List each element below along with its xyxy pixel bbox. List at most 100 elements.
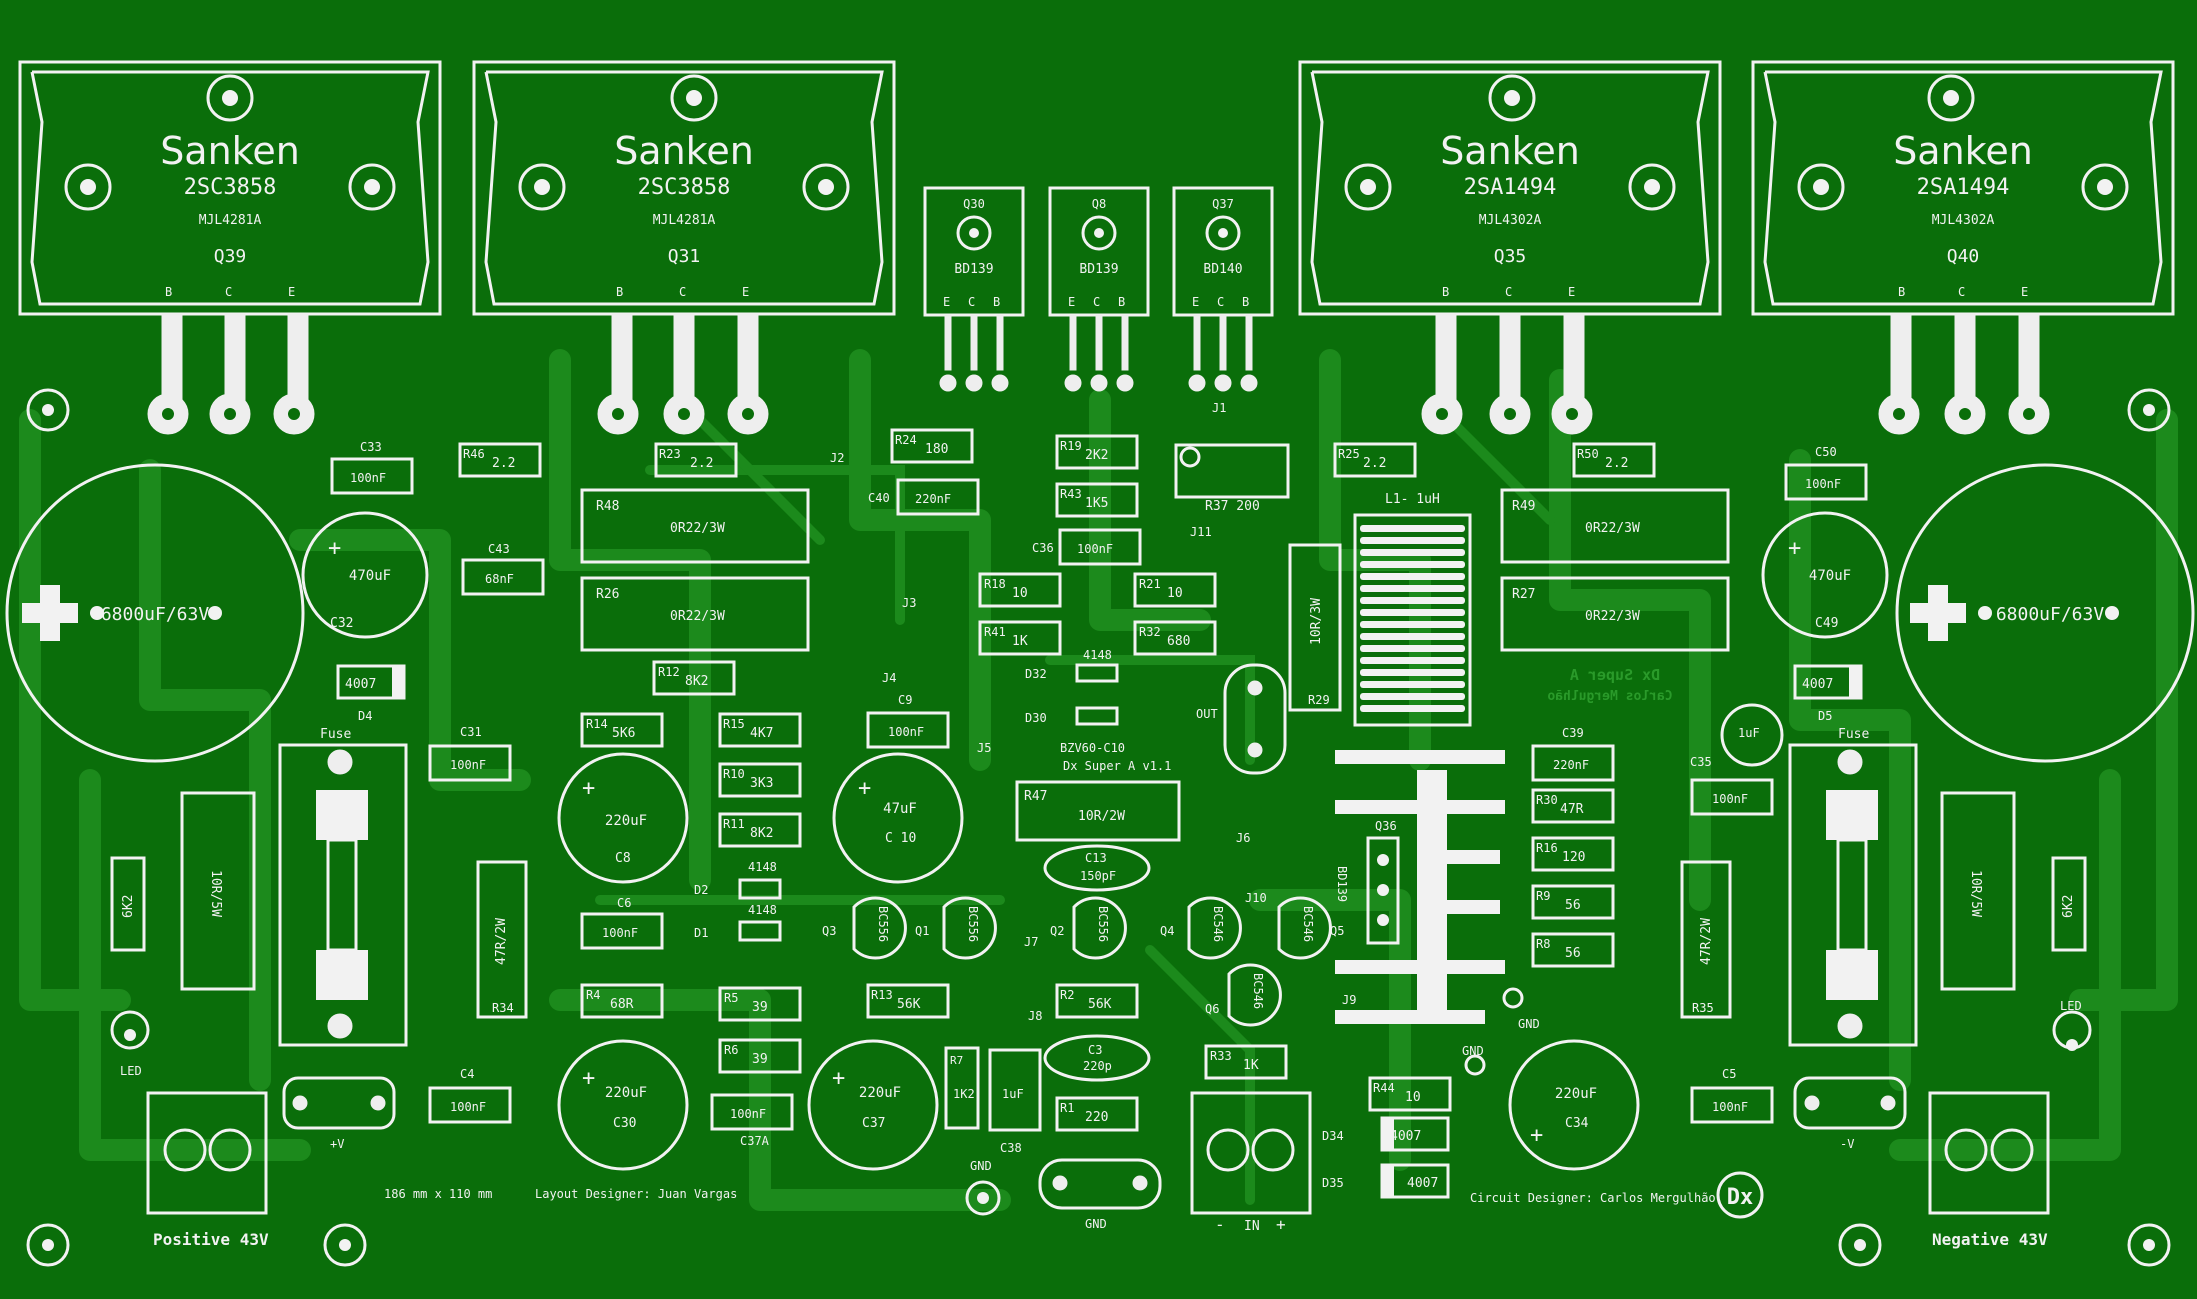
r33-value: 1K bbox=[1243, 1058, 1259, 1073]
c31-ref: C31 bbox=[460, 725, 482, 739]
r21-value: 10 bbox=[1167, 586, 1183, 601]
d30-value: BZV60-C10 bbox=[1060, 741, 1125, 755]
resistor-r33: R33 1K bbox=[1204, 1044, 1288, 1080]
transistor-ref: Q4 bbox=[1160, 924, 1174, 938]
r21-ref: R21 bbox=[1139, 577, 1161, 591]
r6-value: 39 bbox=[752, 1052, 768, 1067]
r50-value: 2.2 bbox=[1605, 456, 1628, 471]
r15-ref: R15 bbox=[723, 717, 745, 731]
part-label: BD139 bbox=[954, 262, 993, 277]
c37-value: 220uF bbox=[859, 1085, 901, 1101]
alt-part-label: MJL4302A bbox=[1932, 213, 1995, 228]
brand-label: Sanken bbox=[1440, 129, 1580, 173]
r27-value: 0R22/3W bbox=[1585, 609, 1640, 624]
pin-e: E bbox=[943, 295, 950, 309]
mirrored-designer: Carlos Mergulhão bbox=[1547, 689, 1672, 704]
plus-v-label: +V bbox=[330, 1137, 344, 1151]
power-transistor-q35: Sanken 2SA1494 MJL4302A Q35 B C E bbox=[1298, 60, 1722, 435]
c3-value: 220p bbox=[1083, 1059, 1112, 1073]
r37-label: R37 200 bbox=[1205, 499, 1260, 514]
r10r5w-value: 10R/5W bbox=[1968, 870, 1983, 917]
j3-label: J3 bbox=[902, 596, 916, 610]
r32-ref: R32 bbox=[1139, 625, 1161, 639]
part-label: 2SC3858 bbox=[638, 175, 731, 200]
resistor-6k2-right: 6K2 bbox=[2051, 856, 2087, 952]
resistor-r27: R27 0R22/3W bbox=[1500, 576, 1730, 652]
resistor-r43: R43 1K5 bbox=[1055, 482, 1139, 518]
capacitor-c8: + 220uF C8 bbox=[557, 752, 689, 884]
gnd-label-4: GND bbox=[1518, 1017, 1540, 1031]
c38-ref: C38 bbox=[1000, 1141, 1022, 1155]
r16-ref: R16 bbox=[1536, 841, 1558, 855]
resistor-r48: R48 0R22/3W bbox=[580, 488, 810, 564]
transistor-part: BC556 bbox=[966, 906, 980, 942]
brand-label: Sanken bbox=[160, 129, 300, 173]
input-minus: - bbox=[1215, 1215, 1225, 1234]
coil-winding bbox=[1360, 585, 1465, 592]
coil-winding bbox=[1360, 669, 1465, 676]
resistor-10r5w-left: 10R/5W bbox=[180, 791, 256, 991]
r41-ref: R41 bbox=[984, 625, 1006, 639]
coil-winding bbox=[1360, 705, 1465, 712]
coil-winding bbox=[1360, 633, 1465, 640]
r4-value: 68R bbox=[610, 997, 634, 1012]
resistor-r21: R21 10 bbox=[1133, 572, 1217, 608]
resistor-r50: R50 2.2 bbox=[1572, 442, 1656, 478]
r48-ref: R48 bbox=[596, 499, 619, 514]
j2-label: J2 bbox=[830, 451, 844, 465]
r10-ref: R10 bbox=[723, 767, 745, 781]
pin-c: C bbox=[679, 285, 686, 299]
r48-value: 0R22/3W bbox=[670, 521, 725, 536]
alt-part-label: MJL4281A bbox=[653, 213, 716, 228]
resistor-r6: R6 39 bbox=[718, 1038, 802, 1074]
r14-ref: R14 bbox=[586, 717, 608, 731]
r8-ref: R8 bbox=[1536, 937, 1550, 951]
d4-value: 4007 bbox=[345, 677, 376, 692]
resistor-r8: R8 56 bbox=[1531, 932, 1615, 968]
pin-e: E bbox=[1068, 295, 1075, 309]
fuse-label: Fuse bbox=[1838, 727, 1869, 742]
capacitor-c38: 1uF C38 bbox=[988, 1048, 1042, 1155]
c38-value: 1uF bbox=[1002, 1087, 1024, 1101]
r11-ref: R11 bbox=[723, 817, 745, 831]
resistor-r44: R44 10 bbox=[1368, 1076, 1452, 1112]
c31-value: 100nF bbox=[450, 758, 486, 772]
d34-value: 4007 bbox=[1390, 1129, 1421, 1144]
output-jumper: OUT bbox=[1196, 663, 1287, 775]
resistor-r24: R24 180 bbox=[890, 428, 974, 464]
svg-text:+: + bbox=[582, 776, 595, 801]
r46-value: 2.2 bbox=[492, 456, 515, 471]
r4-ref: R4 bbox=[586, 988, 600, 1002]
capacitor-c10: + 47uF C 10 bbox=[832, 752, 964, 884]
c39-value: 220nF bbox=[1553, 758, 1589, 772]
r18-ref: R18 bbox=[984, 577, 1006, 591]
j1-label: J1 bbox=[1212, 401, 1226, 415]
pin-e: E bbox=[288, 285, 295, 299]
gnd-label-2: GND bbox=[970, 1159, 992, 1173]
r9-ref: R9 bbox=[1536, 889, 1550, 903]
svg-text:+: + bbox=[858, 776, 871, 801]
resistor-r15: R15 4K7 bbox=[718, 712, 802, 748]
c13-ref: C13 bbox=[1085, 851, 1107, 865]
r35-ref: R35 bbox=[1692, 1001, 1714, 1015]
gnd-label-1: GND bbox=[1085, 1217, 1107, 1231]
pin-c: C bbox=[225, 285, 232, 299]
transistor-ref: Q2 bbox=[1050, 924, 1064, 938]
j5-label: J5 bbox=[977, 741, 991, 755]
coil-winding bbox=[1360, 537, 1465, 544]
c4-value: 100nF bbox=[450, 1100, 486, 1114]
gnd-pad-1: GND bbox=[965, 1159, 1001, 1216]
r43-ref: R43 bbox=[1060, 487, 1082, 501]
r34-ref: R34 bbox=[492, 1001, 514, 1015]
pin-e: E bbox=[2021, 285, 2028, 299]
resistor-r46: R46 2.2 bbox=[458, 442, 542, 478]
c40-ref: C40 bbox=[868, 491, 890, 505]
diode-d35: 4007 D35 bbox=[1322, 1163, 1450, 1199]
part-label: BD140 bbox=[1203, 262, 1242, 277]
mounting-hole-br bbox=[2127, 1223, 2171, 1267]
resistor-r4: R4 68R bbox=[580, 983, 664, 1019]
r19-value: 2K2 bbox=[1085, 448, 1108, 463]
resistor-r11: R11 8K2 bbox=[718, 812, 802, 848]
d5-value: 4007 bbox=[1802, 677, 1833, 692]
